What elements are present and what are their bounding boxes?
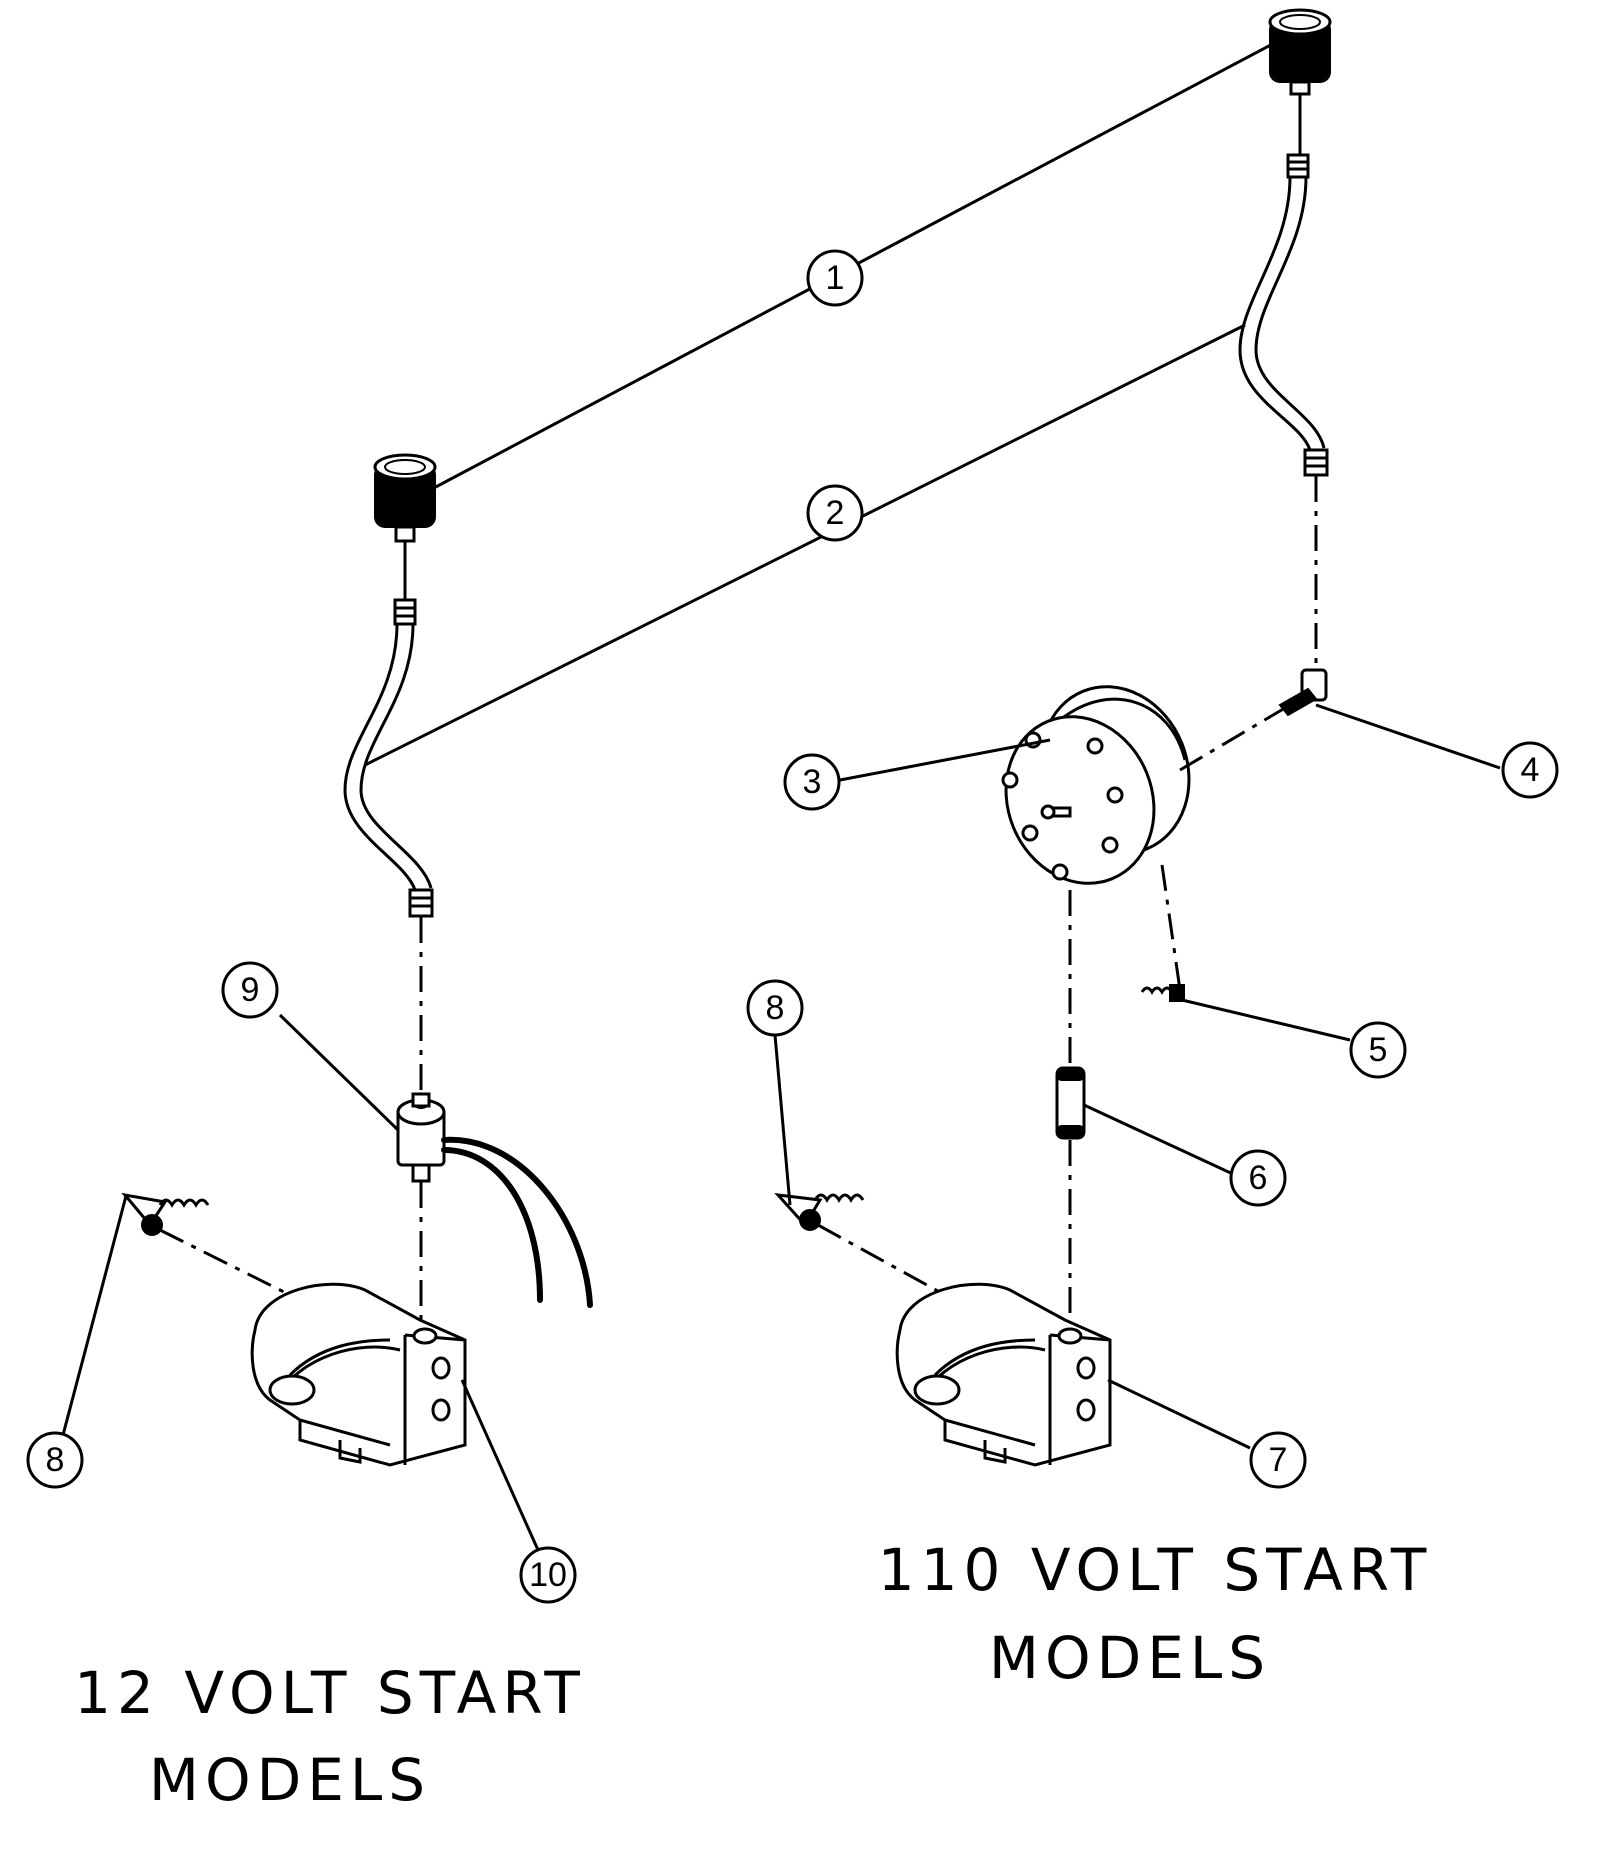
knob-right — [1268, 8, 1332, 96]
callout-9: 9 — [221, 961, 279, 1019]
axis-part-3-to-4 — [1179, 703, 1291, 772]
leader-line-8b — [773, 1034, 792, 1206]
callout-6: 6 — [1229, 1149, 1287, 1207]
axis-screw-left — [159, 1228, 301, 1302]
svg-text:3: 3 — [803, 763, 822, 801]
block-part-10 — [250, 1282, 467, 1467]
axis-part-5 — [1160, 864, 1182, 991]
leader-line-8a — [61, 1195, 128, 1436]
caption-right-line2: MODELS — [989, 1624, 1271, 1692]
leader-line-9 — [278, 1013, 400, 1132]
switch-part-9 — [396, 1092, 593, 1308]
callout-10: 10 — [519, 1546, 577, 1604]
leader-line-10 — [460, 1379, 540, 1551]
svg-text:4: 4 — [1521, 751, 1540, 789]
cable-left — [343, 598, 434, 918]
svg-text:8: 8 — [766, 989, 785, 1027]
elbow-part-4 — [1278, 668, 1501, 770]
callout-1: 1 — [806, 249, 864, 307]
svg-text:9: 9 — [241, 971, 260, 1009]
callout-3: 3 — [783, 753, 841, 811]
screw-right — [774, 1193, 865, 1231]
callout-8-left: 8 — [26, 1431, 84, 1489]
svg-text:5: 5 — [1369, 1031, 1388, 1069]
callout-8-right: 8 — [746, 979, 804, 1037]
block-part-7 — [895, 1282, 1112, 1467]
callout-5: 5 — [1349, 1021, 1407, 1079]
caption-left-line1: 12 VOLT START — [74, 1659, 586, 1727]
svg-text:8: 8 — [46, 1441, 65, 1479]
capacitor-part-3 — [1001, 685, 1191, 885]
callout-4: 4 — [1501, 741, 1559, 799]
screw-left — [121, 1192, 210, 1236]
caption-left-line2: MODELS — [149, 1746, 431, 1814]
callout-2: 2 — [806, 484, 864, 542]
svg-text:2: 2 — [826, 494, 845, 532]
svg-text:1: 1 — [826, 259, 845, 297]
cable-right — [1238, 153, 1329, 477]
axis-screw-right — [817, 1223, 946, 1297]
fuse-part-6 — [1055, 1066, 1236, 1177]
svg-text:7: 7 — [1269, 1441, 1288, 1479]
leader-line-3 — [839, 738, 1051, 782]
leader-line-2 — [364, 323, 1246, 767]
caption-right-line1: 110 VOLT START — [878, 1536, 1433, 1604]
leader-line-7 — [1107, 1378, 1251, 1450]
callout-7: 7 — [1249, 1431, 1307, 1489]
screw-part-5 — [1140, 984, 1351, 1042]
svg-text:10: 10 — [529, 1556, 567, 1594]
knob-left — [373, 453, 437, 543]
svg-text:6: 6 — [1249, 1159, 1268, 1197]
